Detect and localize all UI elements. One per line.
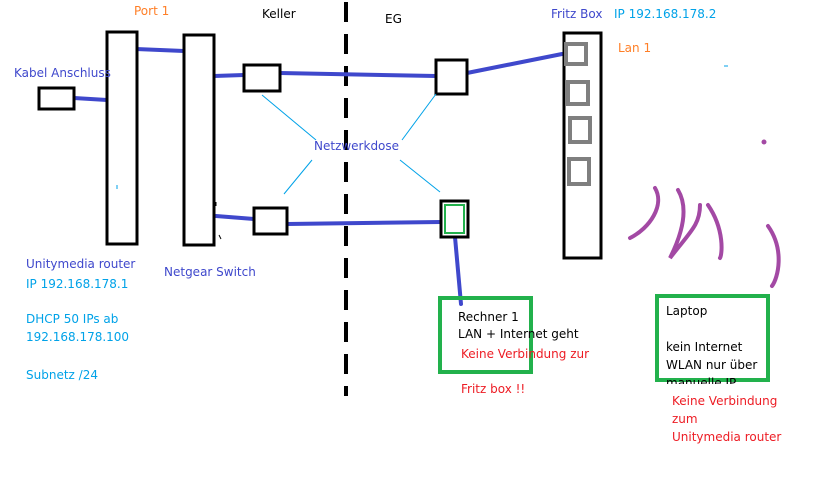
fritzbox-ip-label: IP 192.168.178.2 bbox=[614, 7, 717, 21]
pointer-line bbox=[399, 159, 441, 193]
cable-keller-eg-bottom bbox=[285, 220, 443, 226]
fritzbox-label: Fritz Box bbox=[551, 7, 603, 21]
switch-port-mark bbox=[218, 234, 222, 240]
eg-label: EG bbox=[385, 12, 402, 26]
wlan-waves bbox=[628, 186, 781, 288]
wlan-wave bbox=[766, 224, 781, 288]
netzwerkdose-eg-bottom-inner bbox=[444, 204, 465, 234]
rechner1-box bbox=[438, 296, 533, 374]
fritzbox-device bbox=[562, 31, 603, 260]
unitymedia-router-device bbox=[105, 30, 139, 246]
dhcp-label-line1: DHCP 50 IPs ab bbox=[26, 312, 119, 326]
fritzbox-port-lan4 bbox=[567, 157, 591, 186]
subnet-label: Subnetz /24 bbox=[26, 368, 98, 382]
netgear-switch-device bbox=[182, 33, 216, 247]
wlan-wave bbox=[668, 188, 702, 260]
cable-keller-eg-top bbox=[278, 71, 438, 78]
laptop-label-line3-visible: manuelle IP bbox=[666, 376, 737, 390]
netzwerkdose-keller-top bbox=[242, 63, 282, 93]
cable-dose-rechner bbox=[453, 235, 463, 306]
lan1-label: Lan 1 bbox=[618, 41, 652, 55]
wlan-wave bbox=[628, 186, 661, 240]
laptop-error-line2: zum bbox=[672, 412, 698, 426]
laptop-error-line3: Unitymedia router bbox=[672, 430, 782, 444]
netzwerkdose-keller-bottom bbox=[252, 206, 289, 236]
laptop-label-line1: kein Internet bbox=[666, 340, 743, 354]
rechner-label-line1: Rechner 1 bbox=[458, 310, 519, 324]
netzwerkdose-label: Netzwerkdose bbox=[314, 139, 400, 153]
router-name-label: Unitymedia router bbox=[26, 257, 136, 271]
pointer-line bbox=[261, 94, 317, 141]
laptop-title: Laptop bbox=[666, 304, 708, 318]
wlan-wave bbox=[706, 203, 724, 260]
port1-label: Port 1 bbox=[134, 4, 170, 18]
kabel-anschluss-box bbox=[37, 86, 76, 111]
cable-dose-fritzbox bbox=[465, 52, 564, 75]
netzwerkdose-eg-top bbox=[434, 58, 469, 96]
rechner-label-line2: LAN + Internet geht bbox=[458, 327, 579, 341]
cable-router-switch bbox=[134, 47, 186, 53]
router-ip-label: IP 192.168.178.1 bbox=[26, 277, 129, 291]
rechner-error-line1: Keine Verbindung zur bbox=[461, 347, 590, 361]
fritzbox-port-lan2 bbox=[566, 80, 590, 106]
pointer-line bbox=[283, 159, 313, 195]
kabel-anschluss-label: Kabel Anschluss bbox=[14, 66, 111, 80]
fritzbox-port-lan3 bbox=[568, 116, 592, 144]
netzwerkdose-pointers bbox=[261, 93, 441, 195]
pointer-line bbox=[401, 93, 437, 141]
cable-switch-dose-top bbox=[212, 73, 246, 78]
dhcp-label-line2: 192.168.178.100 bbox=[26, 330, 130, 344]
rechner-error-line2: Fritz box !! bbox=[461, 382, 526, 396]
cables bbox=[72, 47, 564, 306]
fritzbox-port-lan1 bbox=[564, 42, 588, 66]
cable-kabel-router bbox=[72, 96, 109, 102]
laptop-label-line2: WLAN nur über bbox=[666, 358, 758, 372]
cable-switch-dose-bottom bbox=[214, 214, 256, 221]
keller-label: Keller bbox=[262, 7, 296, 21]
wlan-dot bbox=[761, 139, 767, 145]
laptop-error-line1: Keine Verbindung bbox=[672, 394, 778, 408]
switch-label: Netgear Switch bbox=[164, 265, 256, 279]
laptop-box bbox=[655, 294, 770, 382]
fritzbox-ports bbox=[564, 42, 592, 186]
